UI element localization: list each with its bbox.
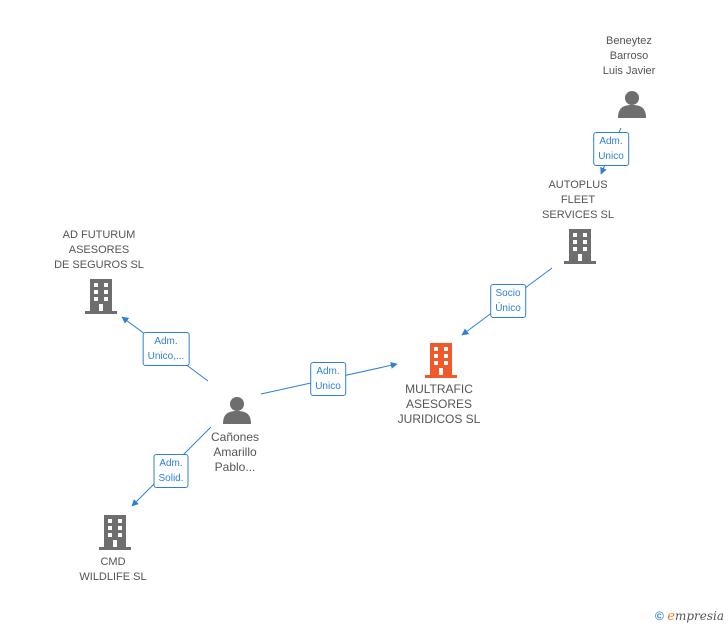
node-label-line: AUTOPLUS [548, 179, 608, 191]
edge-label-line: Unico [315, 381, 341, 392]
brand-logo: © empresia [655, 609, 724, 624]
person-icon[interactable] [222, 396, 252, 424]
edge-label-line: Adm. [599, 136, 623, 147]
building-icon[interactable] [99, 514, 131, 550]
node-label-line: JURIDICOS SL [397, 412, 481, 426]
building-icon[interactable] [564, 228, 596, 264]
node-label-beneytez[interactable]: Beneytez Barroso Luis Javier [603, 34, 656, 79]
node-label-autoplus[interactable]: AUTOPLUS FLEET SERVICES SL [542, 178, 614, 223]
edge-label-line: Unico,... [147, 351, 185, 362]
edge-label-line: Adm. [316, 366, 340, 377]
edge-label-canones-multrafic[interactable]: Adm. Unico [310, 362, 346, 396]
node-label-line: ASESORES [405, 397, 473, 411]
edge-label-line: Adm. [159, 458, 183, 469]
edge-label-canones-cmd[interactable]: Adm. Solid. [153, 454, 189, 488]
brand-logo-e: e [667, 609, 675, 624]
edge-label-line: Adm. [154, 336, 178, 347]
node-label-multrafic[interactable]: MULTRAFIC ASESORES JURIDICOS SL [398, 382, 481, 427]
edge-label-canones-ad-futurum[interactable]: Adm. Unico,... [142, 332, 190, 366]
node-label-line: Amarillo [213, 445, 257, 459]
copyright-icon: © [655, 609, 664, 623]
node-label-line: MULTRAFIC [405, 382, 473, 396]
edge-label-autoplus-multrafic[interactable]: Socio Único [490, 284, 526, 318]
edge-label-line: Solid. [158, 473, 184, 484]
node-label-ad-futurum[interactable]: AD FUTURUM ASESORES DE SEGUROS SL [54, 228, 144, 273]
brand-logo-text: mpresia [674, 609, 724, 623]
person-icon[interactable] [617, 90, 647, 118]
node-label-line: CMD [100, 556, 126, 568]
edge-label-beneytez-autoplus[interactable]: Adm. Unico [593, 132, 629, 166]
edge-label-line: Socio [495, 288, 521, 299]
node-label-canones[interactable]: Cañones Amarillo Pablo... [211, 430, 259, 475]
building-icon[interactable] [85, 278, 117, 314]
node-label-line: Barroso [609, 50, 649, 62]
edge-label-line: Único [495, 303, 521, 314]
node-label-line: FLEET [560, 194, 596, 206]
node-label-line: Pablo... [214, 460, 256, 474]
node-label-line: DE SEGUROS SL [54, 259, 144, 271]
node-label-line: Cañones [210, 430, 260, 444]
node-label-line: Luis Javier [602, 65, 656, 77]
node-label-line: AD FUTURUM [62, 229, 136, 241]
edge-label-line: Unico [598, 151, 624, 162]
building-icon-focus[interactable] [425, 342, 457, 378]
node-label-cmd[interactable]: CMD WILDLIFE SL [79, 555, 146, 585]
node-label-line: SERVICES SL [542, 209, 614, 221]
node-label-line: Beneytez [606, 35, 652, 47]
node-label-line: ASESORES [68, 244, 130, 256]
node-label-line: WILDLIFE SL [79, 571, 147, 583]
